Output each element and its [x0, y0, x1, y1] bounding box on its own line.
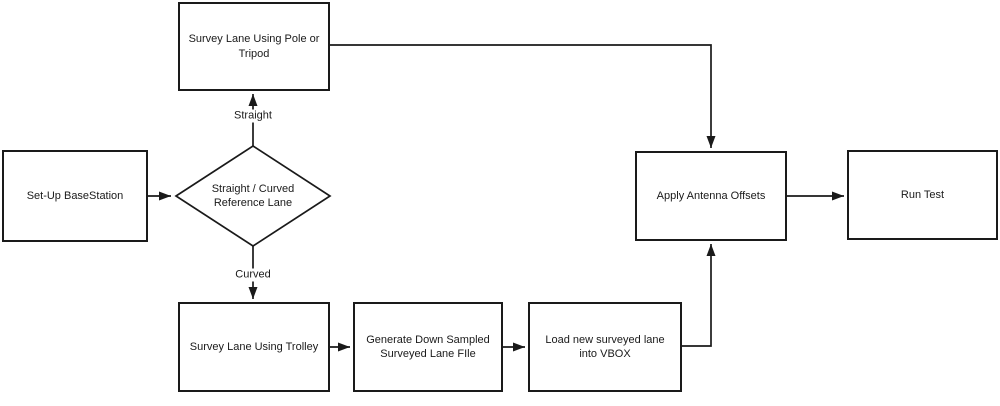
node-survey-trolley: Survey Lane Using Trolley — [178, 302, 330, 392]
node-load-lane-into-vbox: Load new surveyed lane into VBOX — [528, 302, 682, 392]
node-label: Load new surveyed lane into VBOX — [545, 333, 665, 360]
node-setup-basestation: Set-Up BaseStation — [2, 150, 148, 242]
edge-label-curved: Curved — [232, 268, 274, 282]
node-apply-antenna-offsets: Apply Antenna Offsets — [635, 151, 787, 241]
node-label: Survey Lane Using Pole or Tripod — [188, 33, 320, 60]
edge-load-to-apply — [682, 244, 716, 347]
node-label: Apply Antenna Offsets — [656, 189, 766, 202]
node-label: Generate Down Sampled Surveyed Lane FIle — [366, 333, 490, 360]
decision-diamond-shape — [174, 144, 332, 248]
node-label: Set-Up BaseStation — [26, 189, 124, 202]
node-label: Survey Lane Using Trolley — [189, 340, 319, 353]
decision-reference-lane: Straight / Curved Reference Lane — [193, 166, 313, 226]
edge-label-straight: Straight — [231, 109, 275, 123]
node-label: Run Test — [900, 188, 945, 201]
node-label: Straight / Curved Reference Lane — [211, 182, 295, 209]
node-run-test: Run Test — [847, 150, 998, 240]
node-generate-downsampled-file: Generate Down Sampled Surveyed Lane FIle — [353, 302, 503, 392]
edge-pole-to-apply — [330, 44, 716, 148]
node-survey-pole-tripod: Survey Lane Using Pole or Tripod — [178, 2, 330, 91]
